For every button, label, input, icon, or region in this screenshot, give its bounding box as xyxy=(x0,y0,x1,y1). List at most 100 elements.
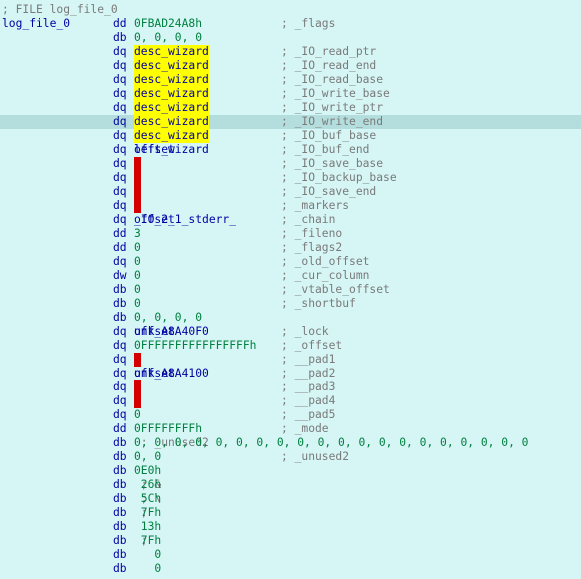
numeric-value: 0 xyxy=(134,548,162,561)
numeric-value: 0 xyxy=(134,241,141,254)
directive: db xyxy=(113,520,127,533)
undefined-value-marker: 0 xyxy=(134,171,141,185)
field-comment: ; _lock xyxy=(281,325,329,338)
directive: dq xyxy=(113,157,127,170)
field-comment: ; __pad1 xyxy=(281,353,336,366)
directive: db xyxy=(113,548,127,561)
symbol-reference[interactable]: _IO_2_1_stderr_ xyxy=(134,213,237,226)
symbol-reference[interactable]: unk_A8A40F0 xyxy=(134,325,209,338)
listing-row[interactable]: db 0 xyxy=(0,548,581,562)
listing-row[interactable]: db 7Fh ; xyxy=(0,534,581,548)
numeric-value: 0 xyxy=(134,297,141,310)
field-comment: ; _cur_column xyxy=(281,269,370,282)
symbol-label[interactable]: log_file_0 xyxy=(2,17,71,30)
symbol-reference[interactable]: unk_A8A4100 xyxy=(134,367,209,380)
directive: dq xyxy=(113,143,127,156)
undefined-value-marker: 0 xyxy=(134,353,141,367)
numeric-value: 0FFFFFFFFh xyxy=(134,422,203,435)
field-comment: ; _flags2 xyxy=(281,241,343,254)
field-comment: ; __pad3 xyxy=(281,380,336,393)
symbol-reference[interactable]: desc_wizard xyxy=(134,129,209,143)
field-comment: ; _chain xyxy=(281,213,336,226)
symbol-reference[interactable]: desc_wizard xyxy=(134,115,209,129)
listing-row[interactable]: db 13h xyxy=(0,520,581,534)
field-comment: ; _fileno xyxy=(281,227,343,240)
listing-row[interactable]: db 7Fh ; xyxy=(0,506,581,520)
file-header-line[interactable]: ; FILE log_file_0 xyxy=(0,3,581,17)
undefined-value-marker: 0 xyxy=(134,185,141,199)
field-comment: ; _old_offset xyxy=(281,255,370,268)
listing-row[interactable]: dq offset _IO_2_1_stderr_ ; _chain xyxy=(0,213,581,227)
field-comment: ; _IO_buf_base xyxy=(281,129,377,142)
symbol-reference[interactable]: desc_wizard xyxy=(134,59,209,73)
numeric-value: 0E0h xyxy=(134,464,162,477)
operand[interactable]: 7Fh ; xyxy=(134,534,161,548)
operand[interactable]: 7Fh ; xyxy=(134,506,161,520)
directive: dq xyxy=(113,171,127,184)
directive: dq xyxy=(113,129,127,142)
listing-row[interactable]: db 0 xyxy=(0,562,581,576)
operand[interactable]: 0, 0, 0, 0, 0, 0, 0, 0, 0, 0, 0, 0, 0, 0… xyxy=(134,436,528,450)
offset-keyword: offset xyxy=(134,213,182,226)
directive: dq xyxy=(113,408,127,421)
numeric-value: 13h xyxy=(134,520,162,533)
listing-row[interactable]: db 26h ; & xyxy=(0,478,581,492)
inline-comment: ; xyxy=(134,534,148,547)
directive: db xyxy=(113,297,127,310)
symbol-reference[interactable]: desc_wizard xyxy=(134,73,209,87)
directive: db xyxy=(113,450,127,463)
symbol-reference[interactable]: desc_wizard xyxy=(134,87,209,101)
directive: db xyxy=(113,506,127,519)
field-comment: ; _offset xyxy=(281,339,343,352)
listing-row[interactable]: db 5Ch ; \ xyxy=(0,492,581,506)
directive: dd xyxy=(113,17,127,30)
numeric-value: 3 xyxy=(134,227,141,240)
operand[interactable]: 26h ; & xyxy=(134,478,161,492)
field-comment: ; _IO_save_base xyxy=(281,157,384,170)
directive: dq xyxy=(113,87,127,100)
symbol-label-line[interactable]: log_file_0 xyxy=(0,17,581,31)
operand[interactable]: 5Ch ; \ xyxy=(134,492,161,506)
numeric-value: 0 xyxy=(134,255,141,268)
field-comment: ; _flags xyxy=(281,17,336,30)
directive: dq xyxy=(113,213,127,226)
symbol-reference[interactable]: desc_wizard xyxy=(134,101,209,115)
directive: dq xyxy=(113,339,127,352)
symbol-reference[interactable]: desc_wizard xyxy=(134,45,209,59)
field-comment: ; _IO_write_base xyxy=(281,87,390,100)
symbol-reference[interactable]: left_wizard xyxy=(134,143,209,156)
